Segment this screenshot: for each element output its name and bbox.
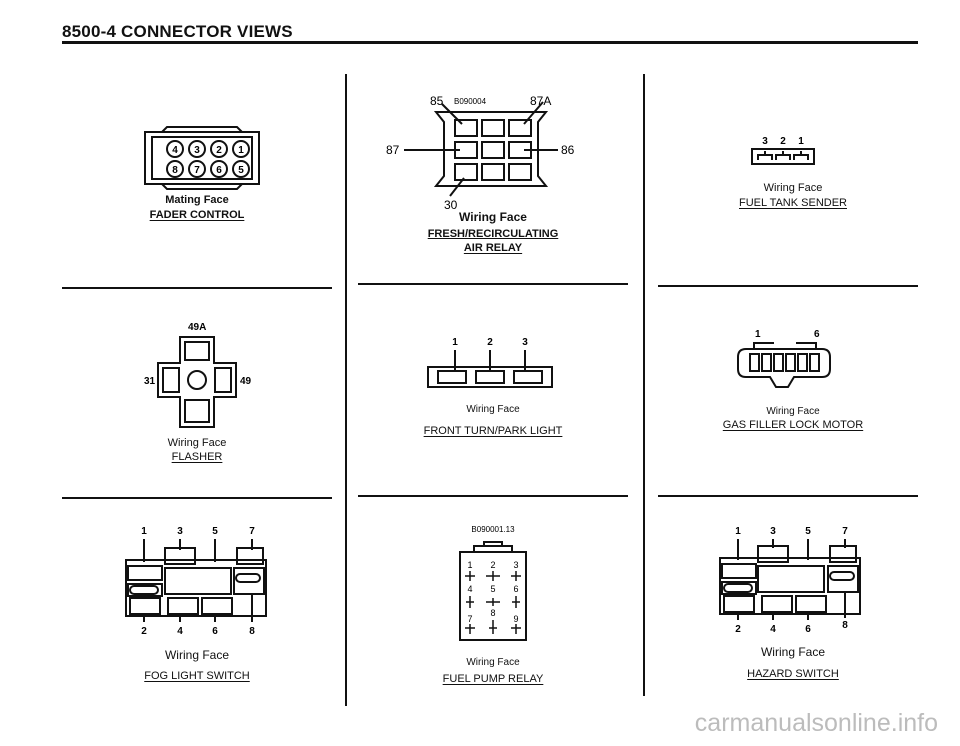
air-relay-connector-drawing: 85 B090004 87A 87 86 30 [386,94,575,212]
connector-fader-control: 4 3 2 1 8 7 6 5 Mating Face FADER CONTRO… [62,112,332,312]
hazard-pin-6: 6 [805,624,811,634]
fader-pin-7: 7 [194,165,200,176]
gas-pin-1: 1 [755,329,761,340]
pump-pin-8: 8 [490,608,495,618]
connector-fog-light-switch: 1 3 5 7 2 4 6 8 Wiring Face FOG LIGHT SW… [62,522,332,722]
fader-pin-3: 3 [194,145,200,156]
relay-pin-86: 86 [561,143,575,157]
gas-name-label: GAS FILLER LOCK MOTOR [722,419,864,431]
fog-pin-1: 1 [141,526,147,537]
fuel-tank-sender-connector-drawing: 3 2 1 [751,136,815,165]
pump-pin-5: 5 [490,584,495,594]
fader-pin-6: 6 [216,165,222,176]
relay-face-label: Wiring Face [459,210,527,224]
fader-pin-4: 4 [172,145,178,156]
turn-pin-1: 1 [452,337,458,348]
fader-name-label: FADER CONTROL [149,209,245,221]
turn-pin-3: 3 [522,337,528,348]
fog-pin-4: 4 [177,626,183,637]
column-divider-right [643,74,645,696]
sender-pin-3: 3 [762,136,768,147]
hazard-pin-4: 4 [770,624,776,634]
connector-hazard-switch: 1 3 5 7 2 4 6 8 Wiring Face HAZARD SWITC… [658,522,928,722]
row-divider-mid-1 [358,283,628,285]
gas-filler-lock-motor-connector-drawing: 1 6 [737,329,831,388]
hazard-pin-1: 1 [735,526,741,537]
relay-pin-30: 30 [444,198,458,212]
front-turn-park-light-connector-drawing: 1 2 3 [427,337,553,388]
flasher-pin-49: 49 [240,376,252,387]
fog-pin-2: 2 [141,626,147,637]
fader-pin-1: 1 [238,145,244,156]
flasher-name-label: FLASHER [171,451,223,463]
fuel-pump-relay-connector-drawing: B090001.13 1 2 3 4 5 6 7 8 9 [459,525,527,641]
connector-gas-filler-lock-motor: 1 6 Wiring Face GAS FILLER LOCK MOTOR [658,325,928,525]
flasher-pin-31: 31 [144,376,156,387]
watermark-text: carmanualsonline.info [694,709,938,737]
pump-pin-9: 9 [513,614,518,624]
pump-face-label: Wiring Face [466,657,520,668]
column-divider-left [345,74,347,706]
pump-pin-1: 1 [467,560,472,570]
fog-name-label: FOG LIGHT SWITCH [144,670,250,682]
connector-front-turn-park-light: 1 2 3 Wiring Face FRONT TURN/PARK LIGHT [358,330,628,530]
fog-pin-5: 5 [212,526,218,537]
row-divider-right-2 [658,495,918,497]
row-divider-left-2 [62,497,332,499]
fader-pin-8: 8 [172,165,178,176]
row-divider-mid-2 [358,495,628,497]
connector-fuel-pump-relay: B090001.13 1 2 3 4 5 6 7 8 9 Wiring Face… [358,522,628,722]
relay-part-code: B090004 [454,97,487,106]
hazard-pin-2: 2 [735,624,741,634]
fader-pin-5: 5 [238,165,244,176]
pump-pin-4: 4 [467,584,472,594]
hazard-face-label: Wiring Face [760,645,825,659]
relay-name-line1: FRESH/RECIRCULATING [427,228,559,240]
fog-pin-6: 6 [212,626,218,637]
fog-pin-7: 7 [249,526,255,537]
flasher-face-label: Wiring Face [167,437,227,449]
fog-pin-8: 8 [249,626,255,637]
relay-pin-85: 85 [430,94,444,108]
pump-part-code: B090001.13 [471,525,515,534]
fog-light-switch-connector-drawing: 1 3 5 7 2 4 6 8 [125,526,267,637]
pump-name-label: FUEL PUMP RELAY [442,673,544,685]
sender-pin-1: 1 [798,136,804,147]
fader-control-connector-drawing: 4 3 2 1 8 7 6 5 [144,126,260,190]
fader-face-label: Mating Face [165,194,229,206]
gas-pin-6: 6 [814,329,820,340]
turn-pin-2: 2 [487,337,493,348]
pump-pin-6: 6 [513,584,518,594]
row-divider-right-1 [658,285,918,287]
connector-fuel-tank-sender: 3 2 1 Wiring Face FUEL TANK SENDER [658,130,928,330]
pump-pin-7: 7 [467,614,472,624]
turn-face-label: Wiring Face [466,404,520,415]
fog-pin-3: 3 [177,526,183,537]
pump-pin-3: 3 [513,560,518,570]
pump-pin-2: 2 [490,560,495,570]
hazard-pin-8: 8 [842,620,848,631]
connector-air-relay: 85 B090004 87A 87 86 30 Wiring Face FRES… [358,88,628,288]
fader-pin-2: 2 [216,145,222,156]
turn-name-label: FRONT TURN/PARK LIGHT [423,425,563,437]
header-rule [62,41,918,44]
hazard-name-label: HAZARD SWITCH [747,668,839,680]
row-divider-left-1 [62,287,332,289]
connector-flasher: 49A 31 49 Wiring Face FLASHER [62,315,332,515]
sender-face-label: Wiring Face [763,182,823,194]
flasher-connector-drawing: 49A 31 49 [144,322,252,428]
page-title: 8500-4 CONNECTOR VIEWS [62,22,293,41]
sender-name-label: FUEL TANK SENDER [739,197,847,209]
fog-face-label: Wiring Face [164,648,229,662]
relay-pin-87a: 87A [530,94,551,108]
hazard-pin-7: 7 [842,526,848,537]
hazard-pin-3: 3 [770,526,776,537]
gas-face-label: Wiring Face [766,406,820,417]
sender-pin-2: 2 [780,136,786,147]
hazard-pin-5: 5 [805,526,811,537]
flasher-pin-49a: 49A [188,322,206,333]
relay-name-line2: AIR RELAY [463,242,523,254]
hazard-switch-connector-drawing: 1 3 5 7 2 4 6 8 [719,526,861,634]
relay-pin-87: 87 [386,143,400,157]
